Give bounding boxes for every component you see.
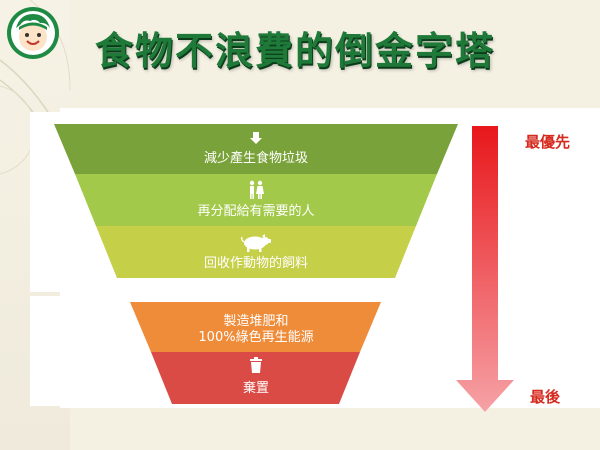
- page-title: 食物不浪費的倒金字塔: [95, 29, 496, 73]
- priority-low-label: 最後: [530, 388, 561, 406]
- tier-1-label: 減少產生食物垃圾: [203, 151, 308, 166]
- tier-4-label-line1: 製造堆肥和: [223, 314, 289, 329]
- down-arrow-icon: [250, 132, 262, 144]
- trash-can-icon: [250, 357, 262, 373]
- tier-5-band: [151, 352, 360, 404]
- tier-1-band: [54, 124, 458, 174]
- logo-icon: [7, 7, 59, 59]
- tier-4-label-line2: 100%綠色再生能源: [198, 330, 314, 345]
- priority-arrow: [456, 126, 514, 412]
- tier-3-label: 回收作動物的飼料: [203, 256, 308, 271]
- priority-high-label: 最優先: [525, 133, 571, 151]
- tier-3-band: [96, 226, 416, 278]
- tier-5-label: 棄置: [242, 381, 269, 396]
- tier-2-band: [75, 174, 437, 226]
- tier-2-label: 再分配給有需要的人: [197, 204, 315, 219]
- tier-4-band: [130, 302, 381, 352]
- pig-icon: [241, 234, 271, 252]
- people-icon: [249, 180, 264, 199]
